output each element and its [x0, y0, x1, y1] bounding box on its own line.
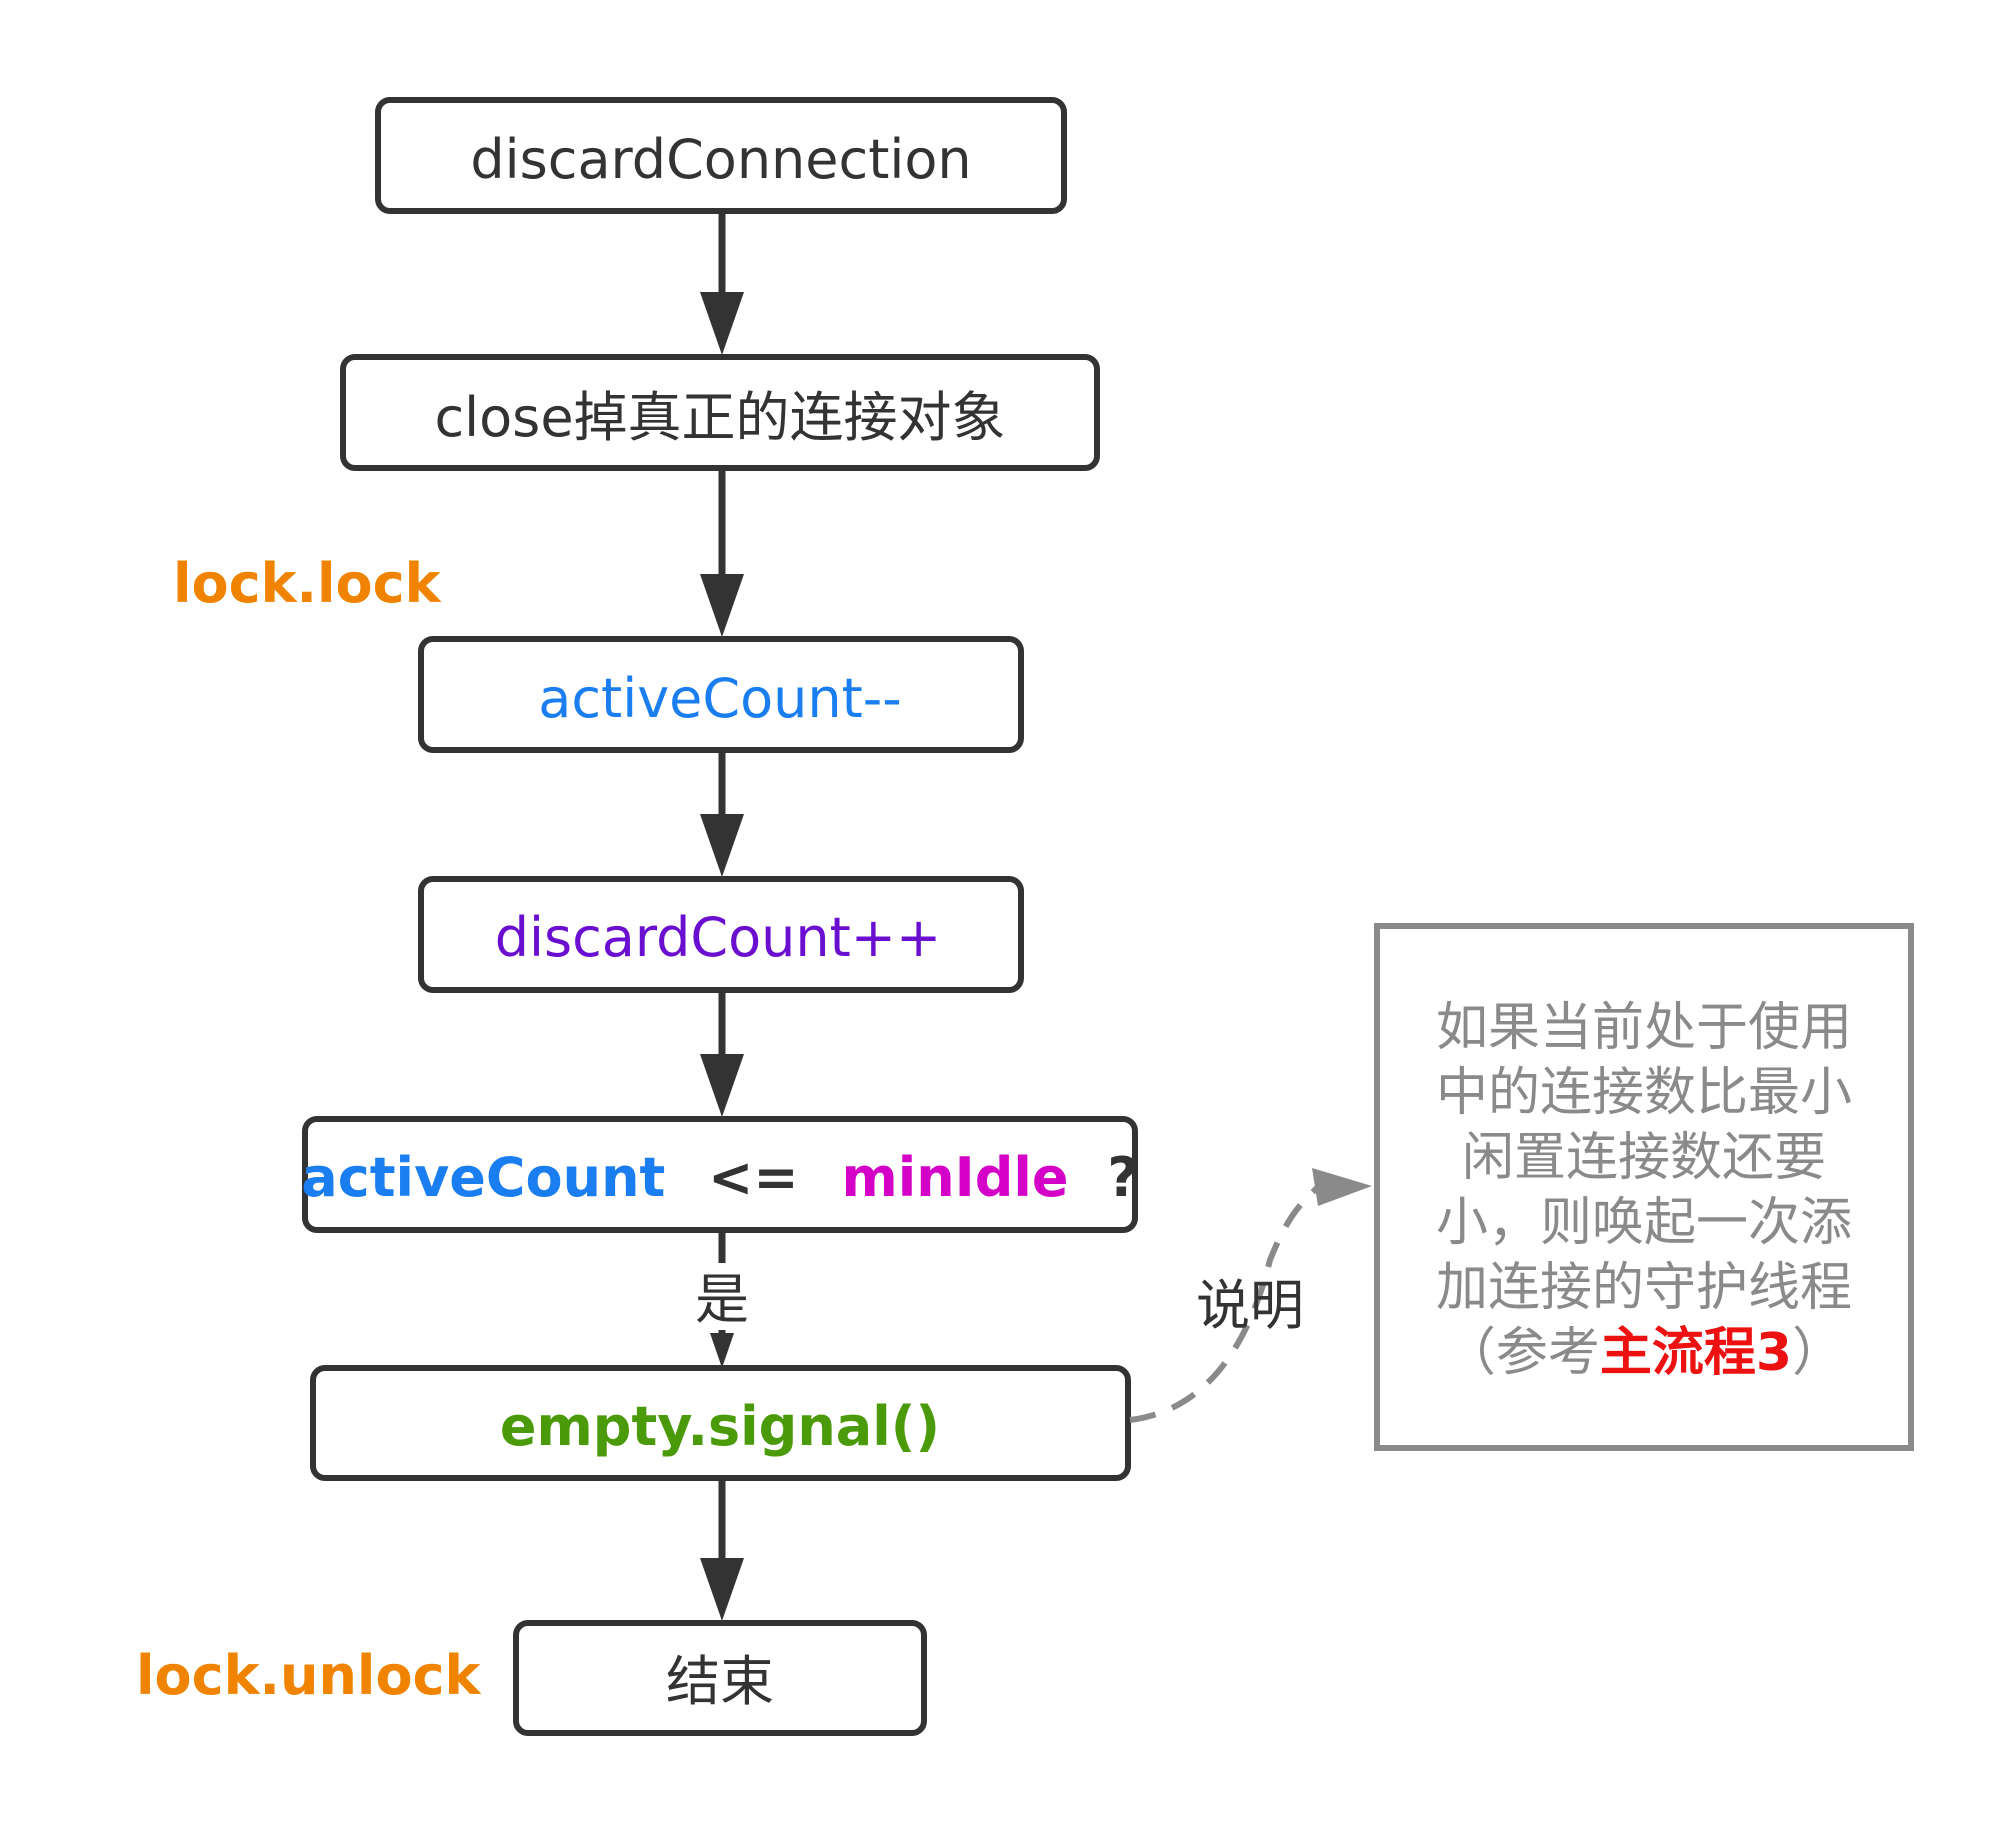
node-discard-increment: discardCount++	[418, 876, 1024, 993]
node-discard-connection: discardConnection	[375, 97, 1067, 214]
note-box: 如果当前处于使用 中的连接数比最小 闲置连接数还要 小，则唤起一次添 加连接的守…	[1374, 923, 1914, 1451]
note-line-6: （参考主流程3）	[1444, 1323, 1844, 1383]
note-link: 说明	[1129, 1168, 1372, 1423]
edge-condition-to-signal	[710, 1230, 734, 1368]
unlock-label: lock.unlock	[136, 1644, 482, 1707]
yes-label: 是	[695, 1268, 749, 1331]
note-line-1: 如果当前处于使用	[1436, 998, 1852, 1058]
node-end-label: 结束	[666, 1650, 774, 1713]
note-line-6-close: ）	[1792, 1323, 1844, 1383]
node-empty-signal: empty.signal()	[310, 1365, 1131, 1481]
node-close-connection-label: close掉真正的连接对象	[434, 386, 1005, 449]
note-line-3: 闲置连接数还要	[1462, 1128, 1826, 1188]
condition-question: ?	[1107, 1146, 1138, 1209]
node-end: 结束	[513, 1620, 927, 1736]
edges	[700, 213, 744, 1621]
note-line-5: 加连接的守护线程	[1436, 1258, 1852, 1318]
lock-label: lock.lock	[173, 552, 442, 615]
edge-signal-to-end	[700, 1478, 744, 1621]
node-condition-label: activeCount <= minIdle ?	[301, 1146, 1138, 1209]
node-condition: activeCount <= minIdle ?	[301, 1116, 1139, 1233]
note-line-2: 中的连接数比最小	[1436, 1063, 1852, 1123]
edge-discardcount-to-condition	[700, 990, 744, 1117]
edge-discard-to-close	[700, 213, 744, 355]
condition-left: activeCount	[301, 1146, 665, 1209]
note-link-label: 说明	[1196, 1274, 1304, 1337]
node-active-decrement: activeCount--	[418, 636, 1024, 753]
condition-operator: <=	[708, 1146, 799, 1209]
node-empty-signal-label: empty.signal()	[500, 1395, 940, 1458]
note-line-6-open: （参考	[1444, 1323, 1600, 1383]
node-active-decrement-label: activeCount--	[538, 667, 901, 730]
edge-active-to-discardcount	[700, 750, 744, 877]
note-highlight: 主流程3	[1600, 1323, 1792, 1383]
edge-close-to-active	[700, 468, 744, 637]
condition-right: minIdle	[841, 1146, 1068, 1209]
note-line-4: 小，则唤起一次添	[1436, 1193, 1852, 1253]
node-discard-increment-label: discardCount++	[495, 906, 942, 969]
node-close-connection: close掉真正的连接对象	[340, 354, 1100, 471]
node-discard-connection-label: discardConnection	[470, 128, 971, 191]
